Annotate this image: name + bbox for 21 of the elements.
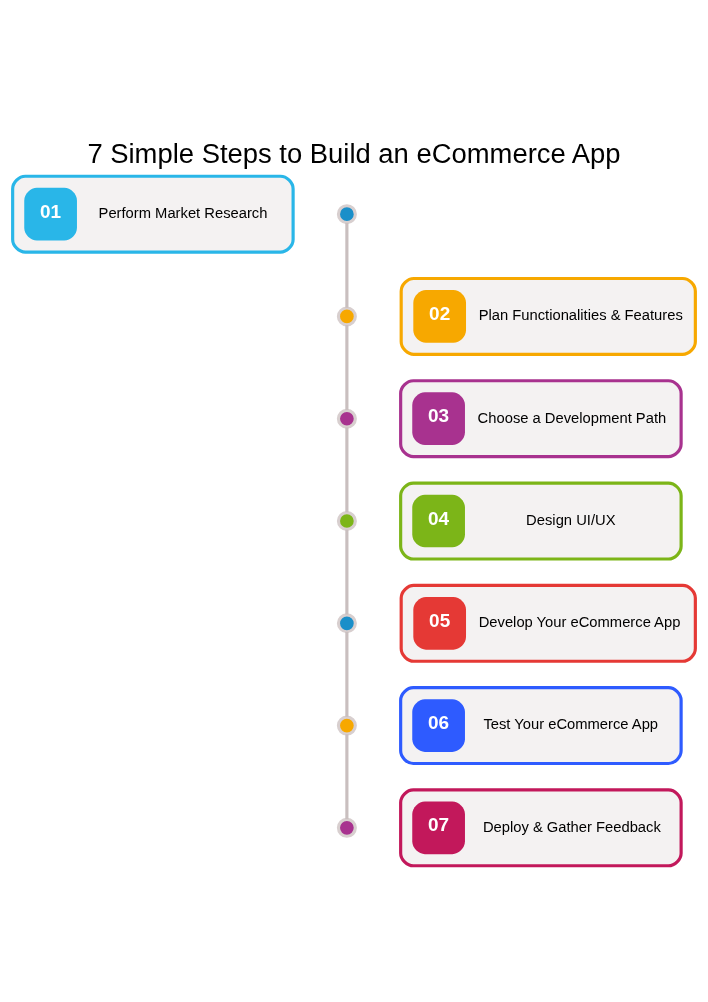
node-box: 05 Develop Your eCommerce App [399, 583, 697, 663]
node-circle [336, 305, 357, 326]
connector [345, 529, 349, 615]
connector [345, 733, 349, 819]
node-circle [336, 510, 357, 531]
node-box: 03 Choose a Development Path [399, 378, 683, 458]
node-circle [336, 612, 357, 633]
node-circle [336, 408, 357, 429]
node-box: 06 Test Your eCommerce App [399, 685, 683, 765]
node-box: 01 Perform Market Research [11, 174, 295, 254]
diagram-title: 7 Simple Steps to Build an eCommerce App [87, 137, 621, 169]
connector [345, 631, 349, 717]
node-box: 02 Plan Functionalities & Features [399, 276, 697, 356]
connector [345, 426, 349, 512]
node-circle [336, 817, 357, 838]
node-circle [336, 715, 357, 736]
node-box: 04 Design UI/UX [399, 480, 683, 561]
connector [345, 324, 349, 410]
connector [345, 222, 349, 308]
node-circle [336, 203, 357, 224]
node-box: 07 Deploy & Gather Feedback [399, 787, 683, 867]
